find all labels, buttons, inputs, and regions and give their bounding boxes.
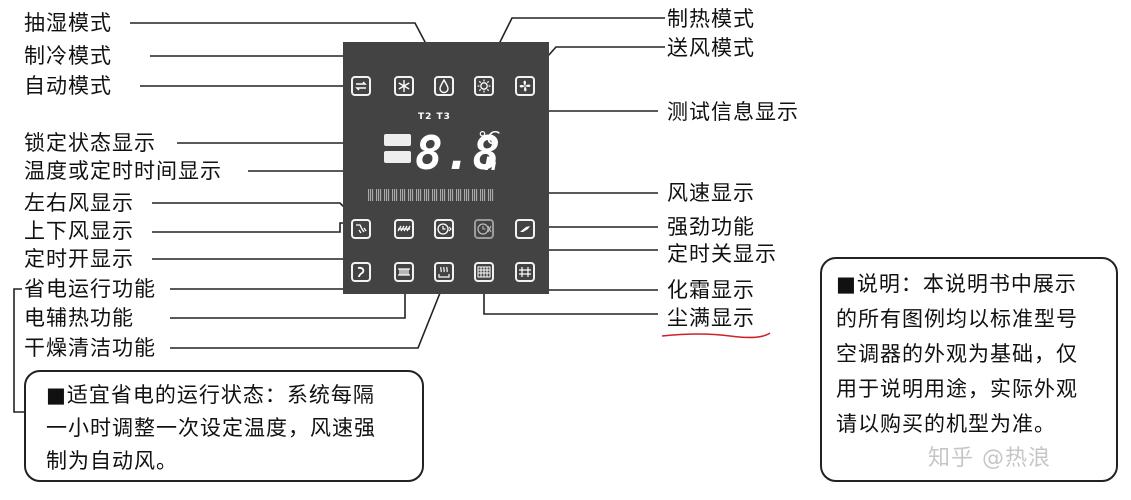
note-disclaimer-text1: 说明：本说明书中展示 xyxy=(856,272,1077,296)
note-disclaimer-line4: 用于说明用途，实际外观 xyxy=(836,377,1078,401)
test-info-indicator: T2 T3 xyxy=(418,112,451,122)
label-defrost: 化霜显示 xyxy=(667,278,755,302)
timer-on-icon xyxy=(434,219,454,239)
label-electric-heat: 电辅热功能 xyxy=(24,306,134,330)
fan-mode-icon xyxy=(515,76,535,96)
label-heat-mode: 制热模式 xyxy=(667,7,755,31)
fan-speed-segment xyxy=(448,189,454,201)
line-fanmode xyxy=(529,46,665,77)
hour-unit: h xyxy=(484,154,497,175)
note-disclaimer-line2: 的所有图例均以标准型号 xyxy=(836,307,1078,331)
heat-icon xyxy=(474,76,494,96)
lock-icon-bottom xyxy=(384,151,411,163)
note-eco-square: ■ xyxy=(46,383,67,407)
label-auto-mode: 自动模式 xyxy=(24,74,112,98)
fan-speed-segment xyxy=(408,189,414,201)
dry-clean-icon xyxy=(434,262,454,282)
red-underline xyxy=(661,332,771,339)
fan-speed-segment xyxy=(432,189,438,201)
label-fan-mode: 送风模式 xyxy=(667,36,755,60)
note-eco-line1: ■适宜省电的运行状态：系统每隔 xyxy=(46,378,422,413)
note-eco-line2: 一小时调整一次设定温度，风速强 xyxy=(46,416,376,440)
seven-segment-digits: 8.8 xyxy=(415,126,502,180)
note-disclaimer-square: ■ xyxy=(836,272,857,296)
fan-speed-segment xyxy=(424,189,430,201)
fan-speed-segment xyxy=(416,189,422,201)
line-defrost xyxy=(529,283,658,291)
swing-left-right-icon xyxy=(351,219,371,239)
line-swing-lr xyxy=(152,202,357,220)
note-box-eco: ■适宜省电的运行状态：系统每隔 一小时调整一次设定温度，风速强 制为自动风。 xyxy=(24,370,424,482)
label-temp-timer-display: 温度或定时时间显示 xyxy=(24,159,222,183)
auto-icon xyxy=(351,76,371,96)
fan-speed-segment xyxy=(440,189,446,201)
note-eco-line3: 制为自动风。 xyxy=(46,449,178,473)
lock-icon-top xyxy=(384,134,411,146)
label-timer-on-display: 定时开显示 xyxy=(24,247,134,271)
note-box-disclaimer: ■说明：本说明书中展示 的所有图例均以标准型号 空调器的外观为基础，仅 用于说明… xyxy=(820,257,1118,482)
label-eco-function: 省电运行功能 xyxy=(24,277,156,301)
note-disclaimer-line5: 请以购买的机型为准。 xyxy=(836,412,1056,436)
label-dehumidify-mode: 抽湿模式 xyxy=(24,11,112,35)
turbo-icon xyxy=(515,219,535,239)
label-timer-off: 定时关显示 xyxy=(667,242,777,266)
note-disclaimer-line1: ■说明：本说明书中展示 xyxy=(836,267,1116,302)
note-disclaimer-line3: 空调器的外观为基础，仅 xyxy=(836,342,1078,366)
line-dryclean xyxy=(170,282,445,349)
filter-full-icon xyxy=(515,262,535,282)
watermark: 知乎 @热浪 xyxy=(928,446,1051,471)
label-test-info: 测试信息显示 xyxy=(667,100,799,124)
fan-speed-segment xyxy=(480,189,486,201)
fan-speed-segment xyxy=(400,189,406,201)
electric-heat-icon xyxy=(394,262,414,282)
fan-speed-bar xyxy=(368,186,500,201)
fan-speed-segment xyxy=(456,189,462,201)
label-fan-speed: 风速显示 xyxy=(667,181,755,205)
fan-speed-segment xyxy=(384,189,390,201)
label-turbo: 强劲功能 xyxy=(667,215,755,239)
cool-icon xyxy=(394,76,414,96)
label-dry-clean: 干燥清洁功能 xyxy=(24,336,156,360)
fan-speed-segment xyxy=(464,189,470,201)
swing-up-down-icon xyxy=(394,219,414,239)
label-filter-full: 尘满显示 xyxy=(667,306,755,330)
dehumidify-icon xyxy=(434,76,454,96)
label-swing-lr-display: 左右风显示 xyxy=(24,191,134,215)
fan-speed-segment xyxy=(392,189,398,201)
eco-icon xyxy=(351,262,371,282)
defrost-icon xyxy=(474,262,494,282)
fan-speed-segment xyxy=(488,189,494,201)
label-swing-ud-display: 上下风显示 xyxy=(24,219,134,243)
celsius-unit: °C xyxy=(478,128,500,149)
note-eco-text1: 适宜省电的运行状态：系统每隔 xyxy=(66,383,375,407)
fan-speed-segment xyxy=(472,189,478,201)
label-lock-display: 锁定状态显示 xyxy=(24,131,156,155)
timer-off-icon xyxy=(474,219,494,239)
label-cool-mode: 制冷模式 xyxy=(24,44,112,68)
fan-speed-segment xyxy=(376,189,382,201)
line-eheat xyxy=(170,283,406,319)
fan-speed-segment xyxy=(368,189,374,201)
